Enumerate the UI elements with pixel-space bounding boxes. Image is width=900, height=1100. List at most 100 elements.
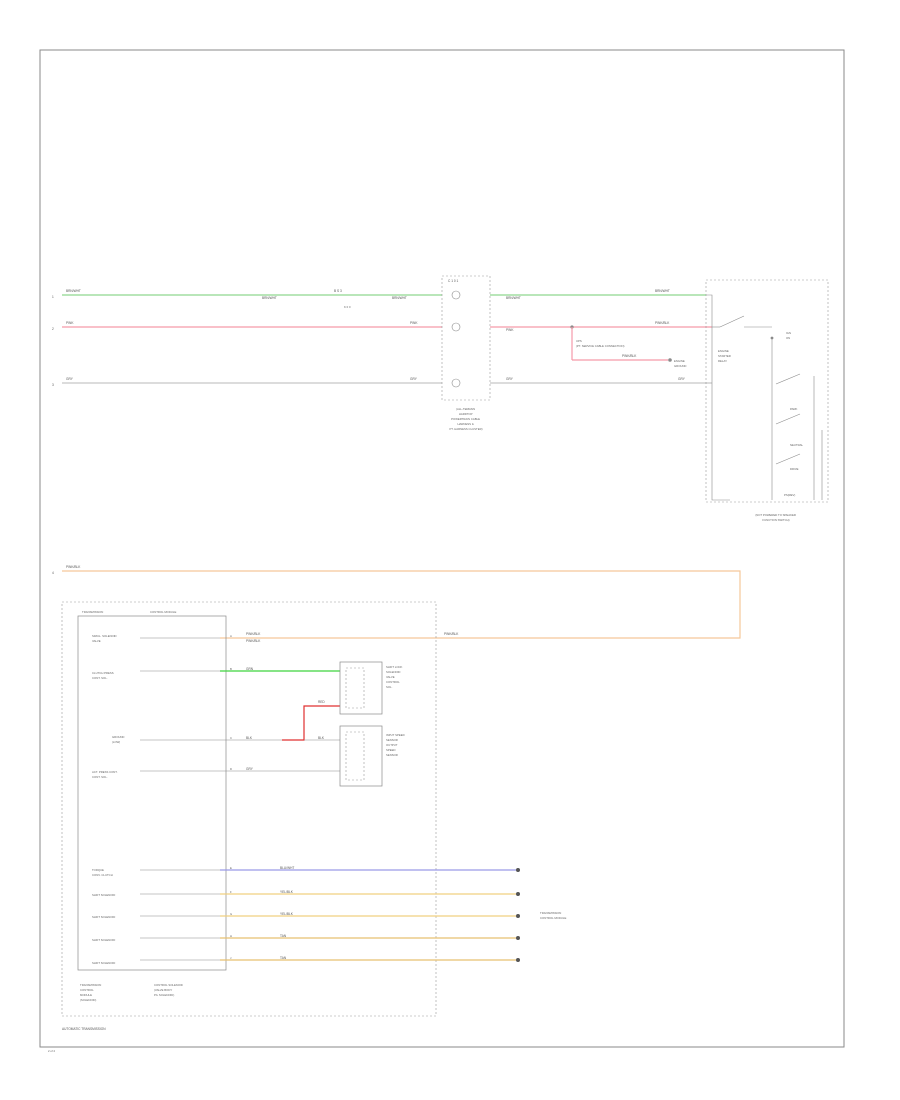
switch-box: ENGINE STARTER RELAY IGN ON PARK NEUTRAL… <box>705 279 829 522</box>
range-label: NEUTRAL <box>790 443 803 447</box>
sensor-label: INPUT SPEED SENSOR OUTPUT SPEED SENSOR <box>386 733 405 757</box>
module-pin-b: CLUTCH PRESS CONT. SOL. B GRN <box>92 667 340 680</box>
pin-name: SHIFT SOLENOID <box>92 893 115 897</box>
diagram-frame <box>39 49 845 1048</box>
pin-id: F <box>230 890 232 894</box>
range-label: DRIVE <box>790 467 799 471</box>
wire-label: TAN <box>280 956 287 960</box>
range-switch-contact <box>775 453 801 465</box>
module-pin-g: SHIFT SOLENOID G YEL/BLK <box>92 912 520 919</box>
module-pin-d: ACT. PRESS CONT. CONT. SOL. D GRY <box>92 767 340 779</box>
page-mark: 2 of 2 <box>48 1049 55 1053</box>
wire-label: BRN/WHT <box>655 289 670 293</box>
wire-label: PINK/BLK <box>66 565 81 569</box>
long-wire: PINK/BLK PINK/BLK PINK/BLK <box>62 565 741 639</box>
range-switch-contact <box>775 373 801 385</box>
pin-id: G <box>230 912 232 916</box>
pin-name: CLUTCH PRESS CONT. SOL. <box>92 671 114 680</box>
wire-end-icon <box>516 914 520 918</box>
relay-switch-icon <box>719 315 745 328</box>
pin-name: GROUND (LOW) <box>112 735 125 744</box>
pin-name: SHIFT SOLENOID <box>92 961 115 965</box>
row-marker-4: 4 <box>52 571 54 575</box>
ground-terminal-label: ENGINE GROUND <box>674 359 686 368</box>
ground-terminal-icon <box>668 358 672 362</box>
connector-title: C 1 0 1 <box>448 279 459 283</box>
wire-end-icon <box>516 868 520 872</box>
wire-label: BRN/WHT <box>392 296 407 300</box>
sensor-shift-lock: SHIFT LOCK SOLENOID VALVE CONTROL SOL. <box>339 661 403 715</box>
module-right-caption: CONTROL SOLENOID (VALVE BODY P/L SOLENOI… <box>154 983 184 997</box>
splice-sub-label: K 0 0 <box>344 305 351 309</box>
pin-id: D <box>230 767 232 771</box>
pin-id: H <box>230 934 232 938</box>
switch-bottom-label: PS(REV) <box>784 493 795 497</box>
connector-pin <box>451 378 461 388</box>
wire-end-icon <box>516 958 520 962</box>
diagram-title: AUTOMATIC TRANSMISSION <box>62 1027 106 1031</box>
module-left-caption: TRANSMISSION CONTROL MODULE (SOLENOID) <box>80 983 102 1002</box>
wire-label: BRN/WHT <box>262 296 277 300</box>
wire-label: PINK/BLK <box>655 321 670 325</box>
wire-label: PINK <box>66 321 74 325</box>
pin-id: B <box>230 667 232 671</box>
wire-label: BLU/WHT <box>280 866 294 870</box>
pin-id: C <box>230 736 232 740</box>
wire-label: GRY <box>678 377 686 381</box>
pin-name: SHIFT SOLENOID <box>92 915 115 919</box>
module-pin-h: SHIFT SOLENOID H TAN <box>92 934 520 942</box>
wire-label: GRY <box>410 377 418 381</box>
wire-label: GRY <box>506 377 514 381</box>
row-marker-3: 3 <box>52 383 54 387</box>
wire-label: BLK <box>246 736 253 740</box>
wire-label: PINK/BLK <box>246 632 261 636</box>
module-pin-f: SHIFT SOLENOID F YEL/BLK <box>92 890 520 897</box>
wire-label: PINK/BLK <box>444 632 459 636</box>
connector-pin <box>451 290 461 300</box>
pin-name: SHIFT SOLENOID <box>92 938 115 942</box>
wire-label: GRN <box>246 667 254 671</box>
sensor-label: SHIFT LOCK SOLENOID VALVE CONTROL SOL. <box>386 665 403 689</box>
wire-end-icon <box>516 936 520 940</box>
connector-pin <box>451 322 461 332</box>
wire-label: BRN/WHT <box>506 296 521 300</box>
module-header: TRANSMISSION <box>82 610 103 614</box>
pin-id: E <box>230 866 232 870</box>
module-pin-c: GROUND (LOW) C BLK RED BLK <box>112 700 340 744</box>
pin-name: SIMUL. SOLENOID VALVE <box>92 634 117 643</box>
wire-label: BLK <box>318 736 325 740</box>
row-marker-2: 2 <box>52 327 54 331</box>
pin-id: J <box>230 956 232 960</box>
range-label: PARK <box>790 407 798 411</box>
center-connector: C 1 0 1 (ALL-TERRAIN HARDTOP POWERTRAIN … <box>441 275 491 431</box>
row-marker-1: 1 <box>52 295 54 299</box>
wire-label: PINK/BLK <box>246 639 261 643</box>
top-wire-3: GRY GRY GRY GRY <box>62 377 712 384</box>
wire-label: GRY <box>66 377 74 381</box>
wire-end-icon <box>516 892 520 896</box>
pin-id: A <box>230 634 232 638</box>
transmission-control-module: TRANSMISSION CONTROL MODULE <box>61 601 437 1017</box>
wire-label: GRY <box>246 767 254 771</box>
sensor-input-speed: INPUT SPEED SENSOR OUTPUT SPEED SENSOR <box>339 725 405 787</box>
wire-label: YEL/BLK <box>280 890 294 894</box>
ign-label: IGN ON <box>786 331 792 340</box>
pin-name: ACT. PRESS CONT. CONT. SOL. <box>92 770 118 779</box>
wire-label: TAN <box>280 934 287 938</box>
switch-box-caption: (NOT POWERED TO SPEAKER FUNCTION SWITCH) <box>755 513 796 522</box>
module-pin-a: SIMUL. SOLENOID VALVE A PINK/BLK <box>92 634 261 643</box>
wire-label: PINK <box>410 321 418 325</box>
branch-label: UPS (PT. SERVICE CABLE CONNECTION) <box>576 339 625 348</box>
range-switch-contact <box>775 413 801 425</box>
module-pin-j: SHIFT SOLENOID J TAN <box>92 956 520 965</box>
top-wire-1: BRN/WHT BRN/WHT B S 3 K 0 0 BRN/WHT BRN/… <box>62 289 706 309</box>
wire-label: RED <box>318 700 325 704</box>
wire-label: BRN/WHT <box>66 289 81 293</box>
module-pin-e: TORQUE CONV. CLUTCH E BLU/WHT <box>92 866 520 877</box>
module-header: CONTROL MODULE <box>150 610 176 614</box>
pin-name: TORQUE CONV. CLUTCH <box>92 868 113 877</box>
wire-label: PINK <box>506 328 514 332</box>
wire-label: YEL/BLK <box>280 912 294 916</box>
splice-label: B S 3 <box>334 289 342 293</box>
